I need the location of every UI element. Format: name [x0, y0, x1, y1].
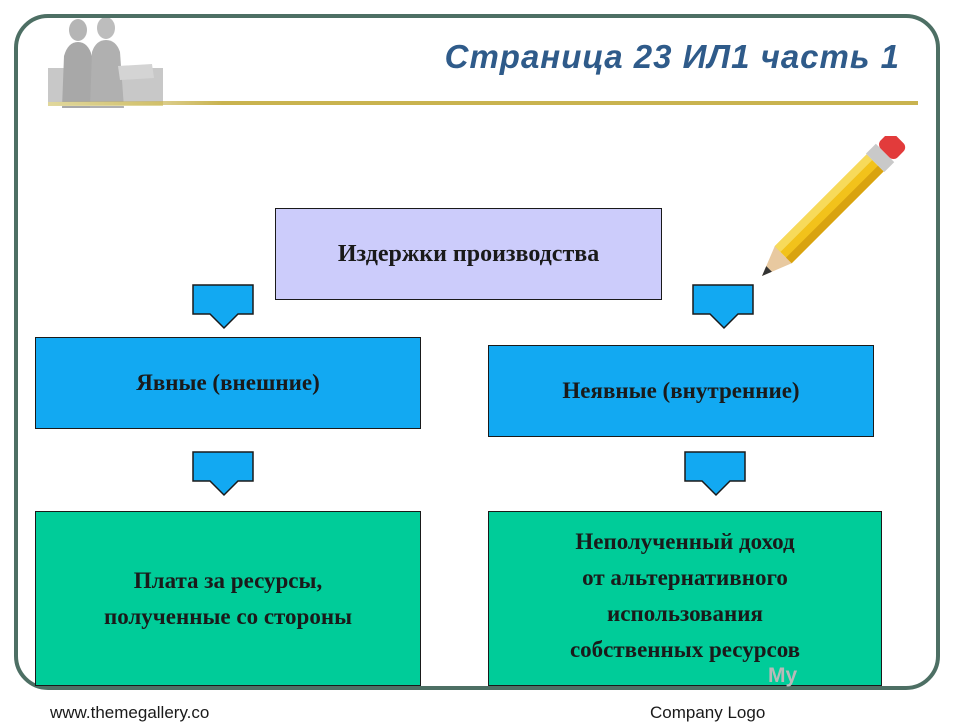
title-underline [48, 101, 918, 105]
implicit-costs-detail-box: Неполученный доход от альтернативного ис… [488, 511, 882, 686]
explicit-detail-line: полученные со стороны [103, 603, 353, 629]
explicit-costs-detail-box: Плата за ресурсы, полученные со стороны [35, 511, 421, 686]
implicit-detail-line: от альтернативного [582, 564, 788, 590]
pencil-icon [762, 136, 906, 276]
slide-title: Страница 23 ИЛ1 часть 1 [444, 38, 900, 75]
implicit-costs-label: Неявные (внутренние) [562, 378, 800, 403]
implicit-detail-line: использования [607, 600, 763, 626]
explicit-detail-line: Плата за ресурсы, [133, 567, 323, 593]
implicit-costs-box: Неявные (внутренние) [488, 345, 874, 437]
root-cost-box: Издержки производства [275, 208, 662, 300]
explicit-costs-box: Явные (внешние) [35, 337, 421, 429]
down-arrow-icon [192, 451, 254, 497]
down-arrow-icon [692, 284, 754, 330]
down-arrow-icon [684, 451, 746, 497]
footer-website: www.themegallery.co [50, 703, 210, 722]
people-silhouette-icon [48, 18, 163, 108]
watermark-text: My [768, 664, 798, 687]
down-arrow-icon [192, 284, 254, 330]
footer-company-logo: Company Logo [650, 703, 766, 722]
root-cost-label: Издержки производства [337, 240, 600, 267]
implicit-detail-line: собственных ресурсов [569, 636, 801, 662]
watermark-logo: My [768, 664, 797, 688]
explicit-costs-label: Явные (внешние) [136, 370, 320, 395]
implicit-detail-line: Неполученный доход [575, 528, 795, 554]
